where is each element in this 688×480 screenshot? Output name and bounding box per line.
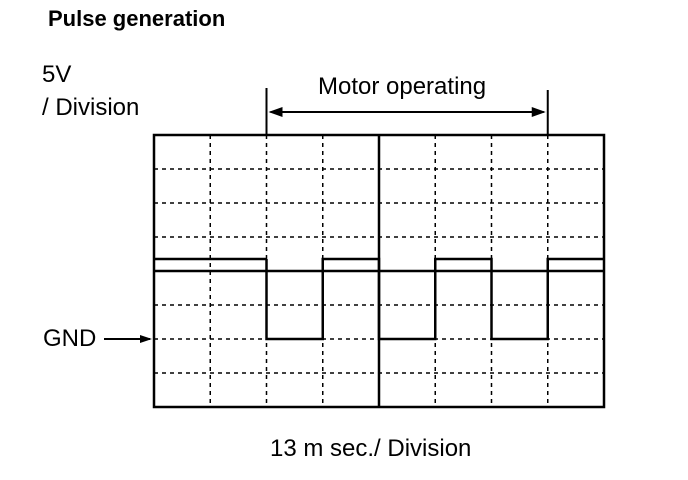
gnd-label: GND <box>43 325 97 352</box>
gnd-arrowhead <box>140 335 152 343</box>
vertical-scale-unit: / Division <box>42 94 140 121</box>
pulse-waveform-segment-2 <box>377 257 604 341</box>
motor-operating-label: Motor operating <box>318 73 487 100</box>
motor-span-arrowhead-left <box>268 107 283 117</box>
page-title: Pulse generation <box>48 6 226 31</box>
motor-span-arrowhead-right <box>531 107 546 117</box>
vertical-scale-value: 5V <box>42 61 72 88</box>
pulse-waveform-segment-1 <box>265 257 381 341</box>
horizontal-scale-label: 13 m sec./ Division <box>270 435 472 462</box>
